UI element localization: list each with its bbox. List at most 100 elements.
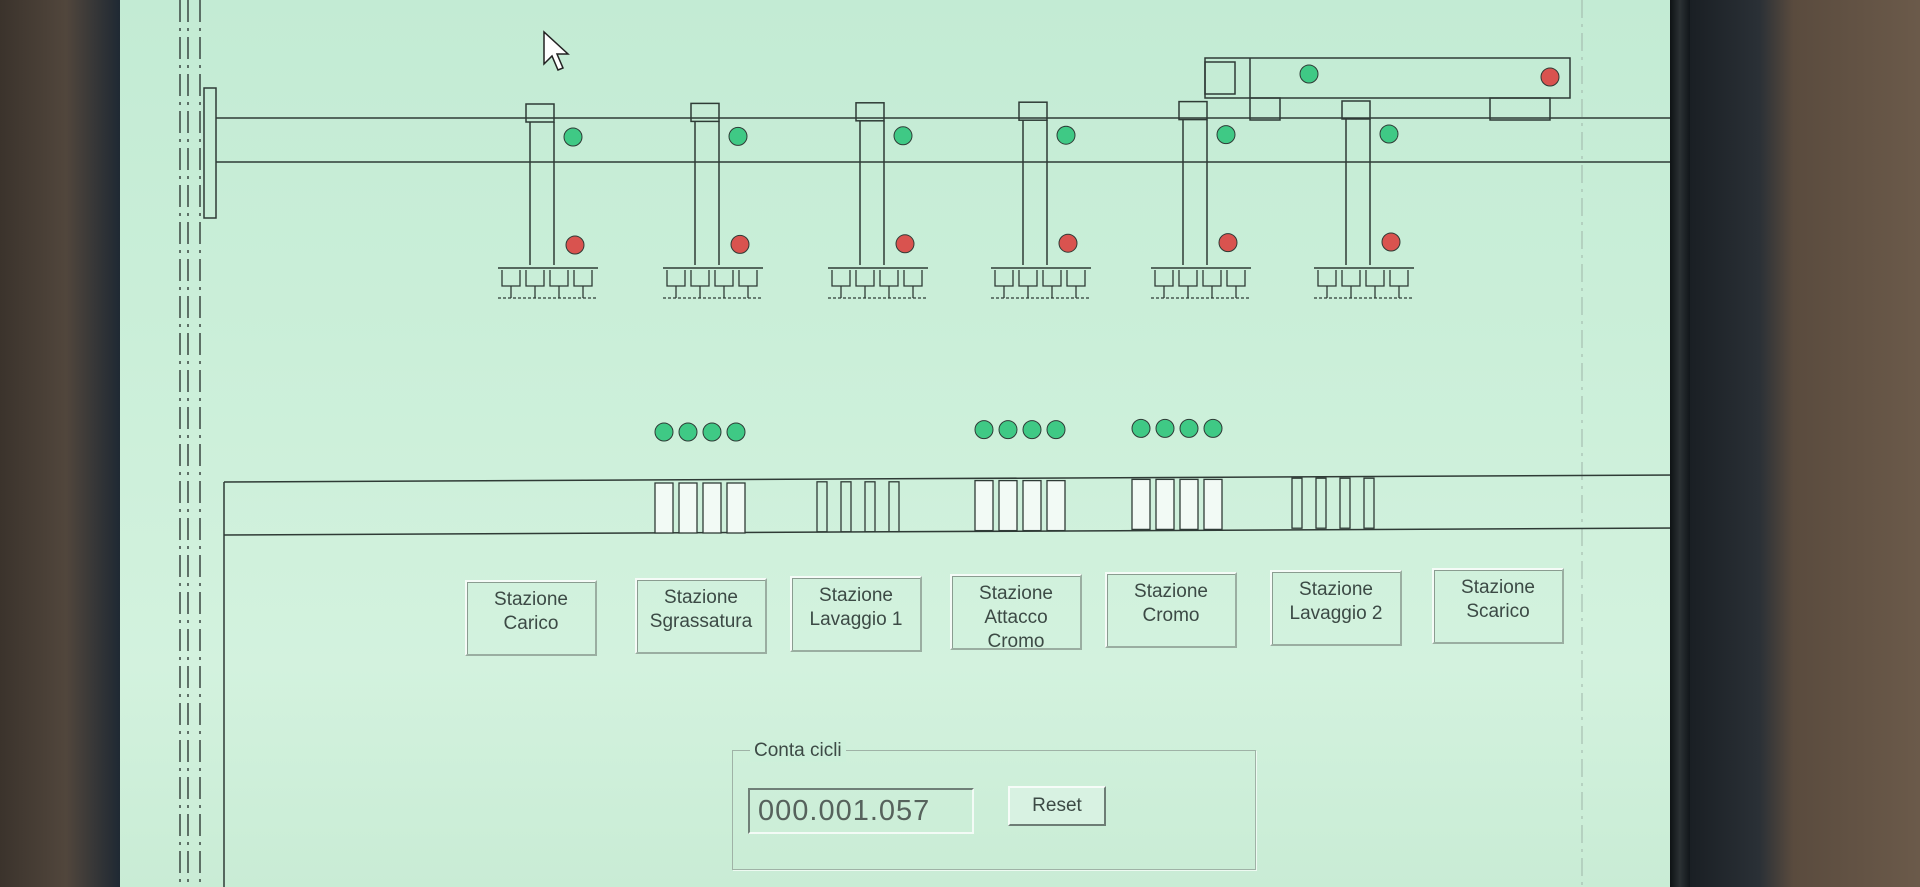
- tank-slot: [678, 482, 698, 534]
- tank-group: [654, 418, 1375, 534]
- station-box-cromo[interactable]: Stazione Cromo: [1105, 572, 1237, 648]
- hoist-hook: [1018, 270, 1038, 287]
- tank-slot: [1203, 478, 1223, 531]
- hoist-hook: [501, 270, 521, 287]
- plant-synoptic: [179, 0, 1681, 887]
- hoist-head: [1018, 101, 1048, 121]
- tank-led: [1203, 418, 1223, 438]
- carriage-foot: [1489, 97, 1551, 121]
- hoist-status-alarm: [1218, 233, 1238, 253]
- tank-slot: [974, 479, 994, 532]
- tank-slot: [888, 481, 900, 533]
- hoist-hook: [690, 270, 710, 287]
- tank-led: [678, 422, 698, 442]
- hoist-hook: [994, 270, 1014, 287]
- tank-led: [1022, 420, 1042, 440]
- station-box-sgrassatura[interactable]: Stazione Sgrassatura: [635, 578, 767, 654]
- hoist-hook: [855, 270, 875, 287]
- hoist-hook: [903, 270, 923, 287]
- station-box-lavaggio-1[interactable]: Stazione Lavaggio 1: [790, 576, 922, 652]
- tank-slot: [1131, 478, 1151, 531]
- tank-slot: [1363, 477, 1375, 529]
- tank-slot: [1339, 477, 1351, 529]
- carriage-end: [1204, 61, 1236, 95]
- tank-slot: [998, 479, 1018, 532]
- tank-slot: [840, 481, 852, 533]
- hoist-head: [1178, 100, 1208, 121]
- hoist-status-on: [563, 127, 583, 147]
- hoist-hook: [1341, 270, 1361, 287]
- tank-led: [1131, 418, 1151, 438]
- hoist-hook: [1154, 270, 1174, 287]
- hoist-hook: [1365, 270, 1385, 287]
- tank-led: [1046, 420, 1066, 440]
- tank: [816, 481, 900, 533]
- hoist-hook: [1202, 270, 1222, 287]
- tank-slot: [1179, 478, 1199, 531]
- tank-slot: [1155, 478, 1175, 531]
- hoist-head: [855, 102, 885, 122]
- hoist-status-alarm: [895, 234, 915, 254]
- monitor-bezel-right: [1690, 0, 1920, 887]
- hoist-hook: [1042, 270, 1062, 287]
- carriage-status-alarm: [1540, 67, 1560, 87]
- hoist: [828, 102, 928, 299]
- tank-slot: [654, 482, 674, 534]
- hoist-head: [525, 103, 555, 123]
- tank: [1131, 418, 1223, 531]
- tank-led: [998, 420, 1018, 440]
- hoist-hook: [549, 270, 569, 287]
- tank-slot: [1046, 479, 1066, 532]
- hoist-status-alarm: [730, 234, 750, 254]
- tank-led: [654, 422, 674, 442]
- hoist-head: [1341, 100, 1371, 120]
- hoist-hook: [738, 270, 758, 287]
- station-box-scarico[interactable]: Stazione Scarico: [1432, 568, 1564, 644]
- left-rail-bracket: [203, 87, 217, 219]
- hoist-status-on: [1379, 124, 1399, 144]
- hoist-hook: [879, 270, 899, 287]
- cycle-counter-group: [732, 750, 1256, 870]
- hoist-hook: [1178, 270, 1198, 287]
- hoist-hook: [1066, 270, 1086, 287]
- tank-slot: [816, 481, 828, 533]
- hoist-head: [690, 102, 720, 123]
- tank-slot: [1022, 479, 1042, 532]
- hoist: [498, 103, 598, 299]
- hmi-screen: Stazione Carico Stazione Sgrassatura Sta…: [120, 0, 1690, 887]
- hoist: [1314, 100, 1414, 299]
- hoist-group: [498, 100, 1414, 299]
- hoist-hook: [831, 270, 851, 287]
- tank-slot: [1291, 477, 1303, 529]
- screen-edge-strip: [1670, 0, 1690, 887]
- reset-button[interactable]: Reset: [1008, 786, 1106, 826]
- carriage-status-on: [1299, 64, 1319, 84]
- tank-slot: [1315, 477, 1327, 529]
- hoist-hook: [1226, 270, 1246, 287]
- tank: [1291, 477, 1375, 529]
- bottom-rail: [223, 474, 1681, 483]
- tank: [974, 420, 1066, 532]
- cycle-counter-display: 000.001.057: [748, 788, 974, 834]
- monitor-bezel-left: [0, 0, 120, 887]
- hoist-status-on: [1216, 125, 1236, 145]
- station-box-lavaggio-2[interactable]: Stazione Lavaggio 2: [1270, 570, 1402, 646]
- hoist-status-alarm: [565, 235, 585, 255]
- hoist-hook: [525, 270, 545, 287]
- hoist-status-alarm: [1058, 233, 1078, 253]
- hoist: [663, 102, 763, 299]
- hoist-hook: [666, 270, 686, 287]
- tank-led: [702, 422, 722, 442]
- bottom-rail: [223, 527, 1681, 536]
- hoist: [1151, 100, 1251, 299]
- carriage-foot: [1249, 97, 1281, 121]
- station-box-attacco-cromo[interactable]: Stazione Attacco Cromo: [950, 574, 1082, 650]
- tank-slot: [726, 482, 746, 534]
- hoist-hook: [1389, 270, 1409, 287]
- tank: [654, 422, 746, 534]
- tank-led: [726, 422, 746, 442]
- hoist: [991, 101, 1091, 299]
- station-box-carico[interactable]: Stazione Carico: [465, 580, 597, 656]
- tank-led: [1179, 418, 1199, 438]
- hoist-status-on: [1056, 125, 1076, 145]
